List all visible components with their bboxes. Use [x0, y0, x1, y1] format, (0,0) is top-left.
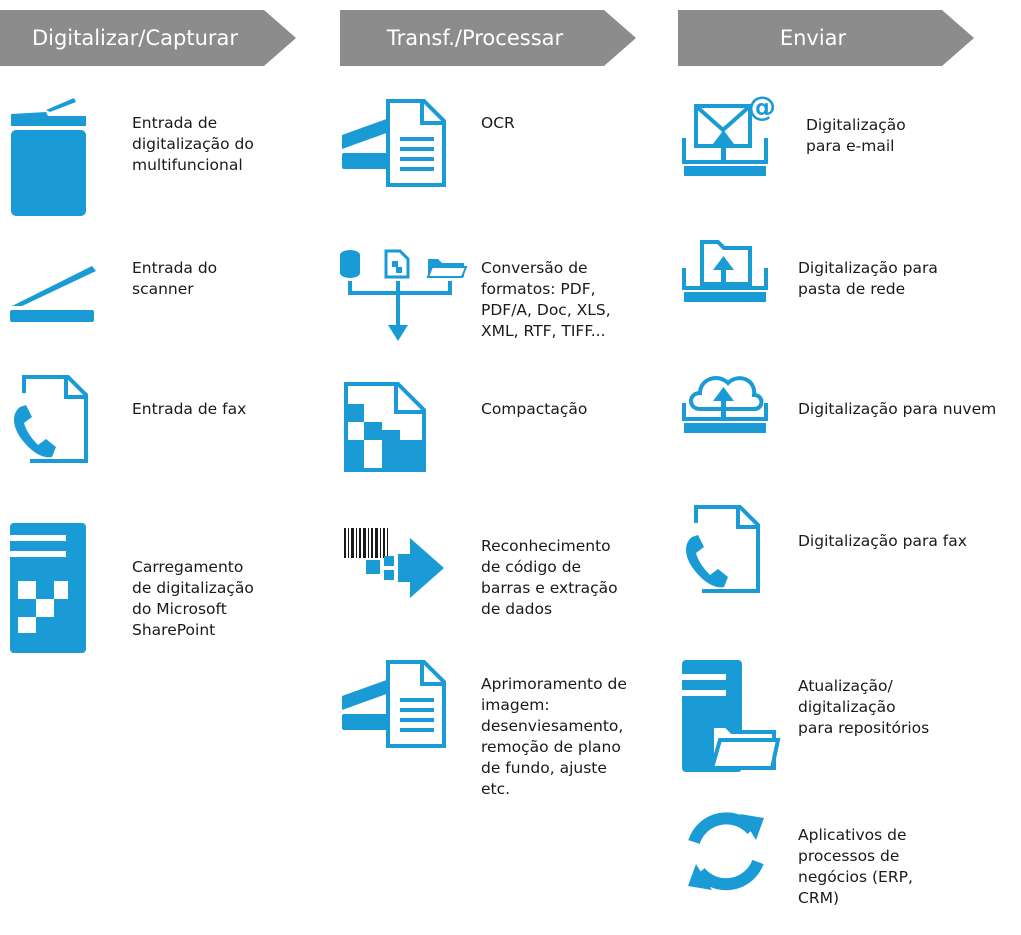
svg-text:@: @ [748, 90, 776, 123]
format-conversion-icon [340, 247, 468, 357]
label-scanner-input: Entrada do scanner [132, 259, 218, 298]
label-repository-update: Atualização/ digitalização para repositó… [798, 677, 930, 737]
ocr-scan-document-icon [340, 97, 446, 207]
header-send: Enviar [678, 10, 974, 66]
barcode-extraction-icon [344, 528, 444, 638]
network-folder-tray-icon [680, 238, 768, 348]
label-scan-to-email: Digitalização para e-mail [806, 116, 906, 155]
compressed-document-icon [340, 380, 426, 490]
cloud-tray-icon [680, 369, 768, 479]
label-fax-input: Entrada de fax [132, 400, 247, 418]
label-mfp-input: Entrada de digitalização do multifuncion… [132, 114, 254, 174]
label-image-enhancement: Aprimoramento de imagem: desenviesamento… [481, 675, 627, 798]
label-format-conversion: Conversão de formatos: PDF, PDF/A, Doc, … [481, 259, 611, 340]
label-scan-to-network-folder: Digitalização para pasta de rede [798, 259, 938, 298]
label-scan-to-cloud: Digitalização para nuvem [798, 400, 997, 418]
repository-server-icon [680, 660, 781, 772]
header-process: Transf./Processar [340, 10, 636, 66]
label-sharepoint-upload: Carregamento de digitalização do Microso… [132, 558, 254, 639]
label-compression: Compactação [481, 400, 588, 418]
label-business-process-apps: Aplicativos de processos de negócios (ER… [798, 826, 913, 907]
fax-send-icon [680, 503, 762, 613]
label-scan-to-fax: Digitalização para fax [798, 532, 967, 550]
business-process-cycle-icon [680, 806, 764, 916]
mfp-printer-icon [8, 96, 90, 216]
header-capture: Digitalizar/Capturar [0, 10, 296, 66]
flatbed-scanner-icon [8, 262, 96, 372]
email-tray-icon: @ [680, 90, 776, 202]
label-barcode-extraction: Reconhecimento de código de barras e ext… [481, 537, 618, 618]
label-ocr: OCR [481, 114, 515, 132]
sharepoint-document-icon [8, 523, 90, 653]
image-enhancement-icon [340, 658, 446, 768]
fax-document-icon [8, 373, 90, 483]
